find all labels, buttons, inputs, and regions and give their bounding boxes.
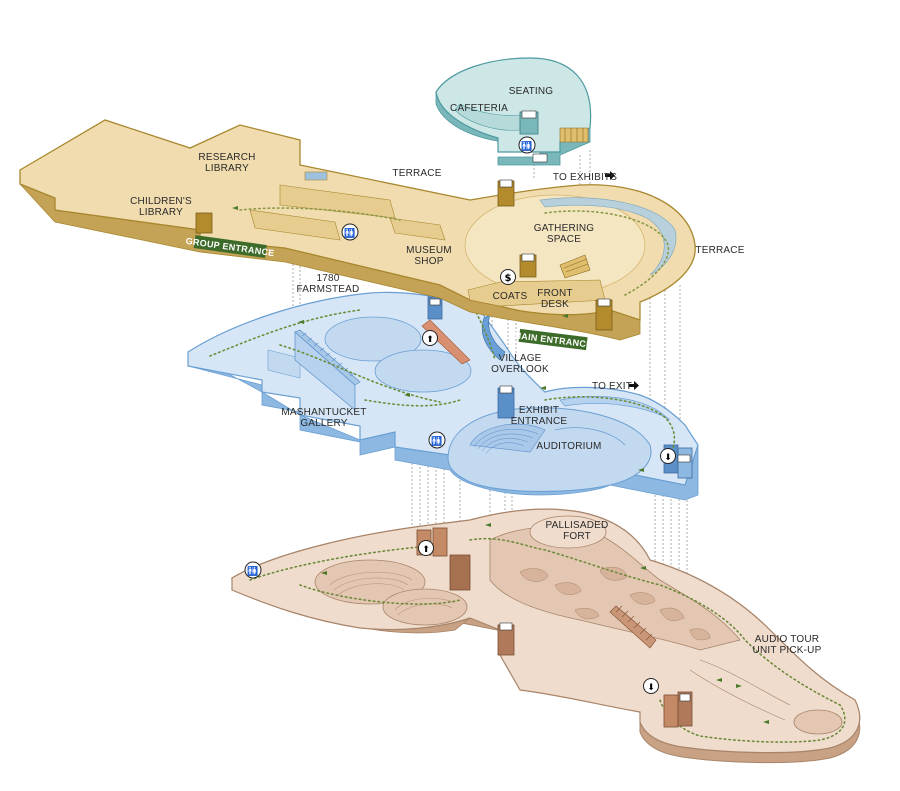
to-exhibits-label: TO EXHIBITS (553, 172, 617, 183)
down-glyph: ⬇ (664, 453, 672, 463)
exhibit-entrance-label-1: EXHIBIT (519, 405, 559, 416)
farmstead-label-2: FARMSTEAD (297, 284, 360, 295)
village-overlook-label-2: OVERLOOK (491, 364, 549, 375)
childrens-library-label-1: CHILDREN'S (130, 196, 192, 207)
front-desk-label-2: DESK (541, 299, 569, 310)
gathering-space-label-1: GATHERING (534, 223, 595, 234)
down-arrow-icon: ⬇ (643, 678, 659, 694)
cafeteria-level (435, 57, 592, 166)
middle-direction-markers (298, 320, 644, 472)
terrace-top-label: TERRACE (392, 168, 441, 179)
down-glyph: ⬇ (647, 683, 655, 693)
cafeteria-stairs (559, 127, 589, 143)
middle-elevator-d (677, 447, 693, 479)
restroom-icon: 🚻 (341, 223, 359, 241)
restroom-glyph: 🚻 (521, 140, 532, 152)
restroom-glyph: 🚻 (431, 435, 442, 447)
lower-direction-markers (321, 523, 769, 724)
down-arrow-icon: ⬇ (660, 448, 676, 464)
gathering-space-floor (464, 194, 646, 296)
restroom-icon: 🚻 (428, 431, 446, 449)
middle-walkway-path (209, 299, 676, 456)
auditorium-seating (469, 423, 546, 453)
front-desk-label-1: FRONT (537, 288, 572, 299)
restroom-icon: 🚻 (518, 136, 536, 154)
cafeteria-floor (435, 57, 592, 153)
restroom-icon: 🚻 (244, 561, 262, 579)
lower-elevator-shaft (449, 554, 471, 591)
cafeteria-label: CAFETERIA (450, 103, 508, 114)
mashantucket-gallery-label-1: MASHANTUCKET (281, 407, 366, 418)
dollar-icon: $ (500, 269, 516, 285)
auditorium-label: AUDITORIUM (536, 441, 601, 452)
dollar-glyph: $ (505, 273, 512, 284)
middle-exhibit-walkway (559, 396, 671, 421)
lower-amphitheater-2 (382, 588, 468, 626)
upper-direction-markers (232, 206, 568, 318)
village-overlook-label-1: VILLAGE (498, 353, 541, 364)
group-entrance-door (195, 212, 213, 234)
up-glyph: ⬆ (422, 545, 430, 555)
mashantucket-gallery-label-2: GALLERY (300, 418, 347, 429)
up-arrow-icon: ⬆ (418, 540, 434, 556)
to-exit-label: TO EXIT (592, 381, 632, 392)
right-arrow-icon (629, 381, 639, 390)
lower-pond (793, 709, 843, 735)
upper-walkway-path (239, 207, 670, 296)
pallisaded-fort-label-1: PALLISADED (546, 520, 609, 531)
lower-elevator-d (663, 694, 679, 728)
lower-stairs (609, 605, 657, 649)
map-labels: SEATING CAFETERIA RESEARCH LIBRARY TERRA… (130, 86, 821, 656)
lower-fort-ring (529, 515, 607, 549)
lower-level (230, 508, 861, 764)
middle-pool-1 (324, 316, 422, 362)
museum-shop-label-1: MUSEUM (406, 245, 452, 256)
gathering-stairs (559, 254, 591, 279)
coats-label: COATS (493, 291, 528, 302)
exhibit-entrance-label-2: ENTRANCE (511, 416, 568, 427)
up-glyph: ⬆ (426, 335, 434, 345)
research-library-label-2: LIBRARY (205, 163, 249, 174)
upper-water-curve (539, 197, 677, 276)
terrace-right-label: TERRACE (695, 245, 744, 256)
middle-ramp (421, 319, 471, 365)
up-arrow-icon: ⬆ (422, 330, 438, 346)
museum-shop-label-2: SHOP (414, 256, 443, 267)
childrens-library-label-2: LIBRARY (139, 207, 183, 218)
seating-label: SEATING (509, 86, 554, 97)
village-overlook-bridge (481, 314, 506, 361)
gathering-space-label-2: SPACE (547, 234, 581, 245)
audio-tour-label-2: UNIT PICK-UP (753, 645, 822, 656)
audio-tour-label-1: AUDIO TOUR (755, 634, 819, 645)
farmstead-label-1: 1780 (316, 273, 339, 284)
pallisaded-fort-label-2: FORT (563, 531, 591, 542)
middle-level (187, 291, 699, 501)
middle-pool-2 (374, 349, 472, 393)
right-arrow-icon (605, 171, 615, 180)
restroom-glyph: 🚻 (247, 565, 258, 577)
restroom-glyph: 🚻 (344, 227, 355, 239)
lower-elevator-b (432, 527, 448, 557)
research-library-label-1: RESEARCH (198, 152, 255, 163)
